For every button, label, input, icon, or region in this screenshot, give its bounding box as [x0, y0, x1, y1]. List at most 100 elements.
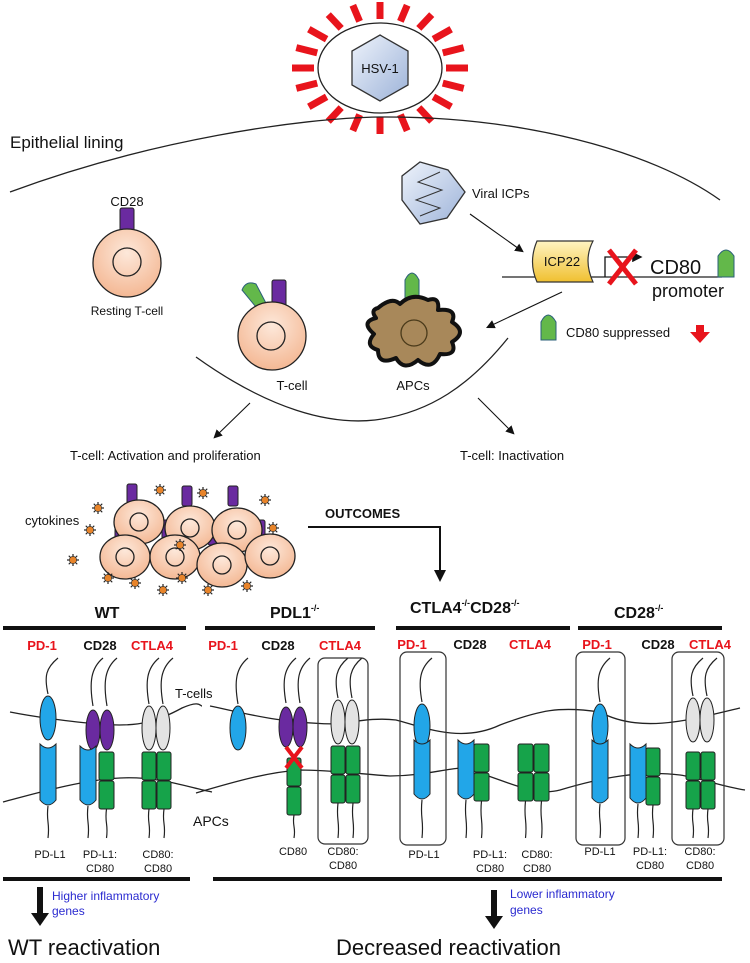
- cytokine-icon: [92, 502, 104, 514]
- cytokine-core: [178, 574, 186, 582]
- tether-line: [597, 657, 611, 703]
- spike-glycoprotein: [397, 3, 411, 23]
- ligand-label: CD80: [686, 860, 714, 872]
- spike-glycoprotein: [307, 93, 329, 110]
- cd80-suppressed-label: CD80 suppressed: [566, 325, 670, 340]
- pd1-receptor-icon: [39, 695, 57, 741]
- virion-spikes: [292, 2, 468, 134]
- pdl1-ligand-icon: [413, 738, 431, 800]
- stem-line: [420, 799, 424, 839]
- blocked-x-icon: [284, 745, 304, 770]
- wt-outcome-label: WT reactivation: [8, 935, 160, 960]
- receptor-label-cd28: CD28: [641, 637, 674, 652]
- tcell-label: T-cell: [276, 378, 307, 393]
- title-main-2: CD28: [470, 600, 511, 617]
- panel-title-pdl1: PDL1-/-: [270, 603, 319, 622]
- cd80-ligand-icon: [156, 780, 172, 810]
- cytokine-icon: [154, 484, 166, 496]
- spike-glycoprotein: [325, 12, 344, 31]
- cytokine-core: [86, 526, 94, 534]
- pdl1-ligand-icon: [39, 742, 57, 806]
- receptor-ligand-pairs: [39, 651, 725, 846]
- tether-line: [104, 657, 118, 707]
- ligand-label: CD80: [636, 860, 664, 872]
- cd80-ligand-icon: [700, 751, 716, 781]
- receptor-label-ctla4: CTLA4: [131, 638, 174, 653]
- tcells-label: T-cells: [175, 686, 213, 701]
- cytokine-core: [159, 586, 167, 594]
- ko-down-arrow-icon: [485, 916, 503, 929]
- panel-title-ctla4-cd28: CTLA4-/-CD28-/-: [410, 598, 519, 617]
- inactivation-label: T-cell: Inactivation: [460, 448, 564, 463]
- stem-line: [86, 805, 90, 839]
- cytokine-core: [199, 489, 207, 497]
- cytokine-core: [243, 582, 251, 590]
- synapse-curve: [195, 337, 509, 422]
- down-arrow-icon: [690, 325, 710, 343]
- cd28-receptor-icon: [292, 706, 308, 748]
- ctla4-receptor-icon: [155, 705, 171, 751]
- nucleus: [400, 319, 428, 347]
- spike-glycoprotein: [416, 12, 435, 31]
- ligand-label: CD80:: [684, 846, 715, 858]
- pd1-receptor-icon: [229, 705, 247, 751]
- stem-line: [598, 803, 602, 839]
- cd28-receptor-icon: [278, 706, 294, 748]
- spike-glycoprotein: [295, 44, 319, 57]
- cytokine-icon: [174, 539, 186, 551]
- stem-line: [651, 804, 655, 839]
- apc-body: [365, 294, 462, 368]
- stem-line: [706, 808, 710, 839]
- ko-arrow-shaft: [491, 890, 497, 918]
- spike-glycoprotein: [431, 93, 453, 110]
- hsv1-virion: HSV-1: [292, 2, 468, 134]
- cd80-molecule-icon: [404, 272, 420, 301]
- cd28-receptor-icon: [227, 485, 239, 507]
- blocked-x-icon: [607, 248, 638, 286]
- apcs-membrane-label: APCs: [193, 813, 229, 829]
- cd80-ligand-icon: [141, 780, 157, 810]
- cd80-ligand-icon: [533, 743, 550, 773]
- cd80-ligand-icon: [98, 751, 115, 781]
- tcell-body: [92, 228, 162, 298]
- stem-line: [480, 800, 483, 839]
- stem-line: [540, 800, 543, 839]
- cd80-ligand-icon: [645, 776, 661, 806]
- ligand-label: PD-L1: [34, 849, 65, 861]
- ko-outcome-label: Decreased reactivation: [336, 935, 561, 960]
- cytokine-icon: [67, 554, 79, 566]
- spike-glycoprotein: [441, 79, 465, 92]
- title-main: CD28: [614, 605, 655, 622]
- stem-line: [292, 814, 296, 839]
- tcell-cluster: [67, 483, 296, 596]
- tether-line: [349, 657, 363, 699]
- cytokine-icon: [267, 522, 279, 534]
- x-stroke: [284, 745, 304, 770]
- cd80-ligand-icon: [533, 772, 550, 802]
- cd80-ligand-icon: [473, 772, 490, 802]
- cytokine-icon: [84, 524, 96, 536]
- ligand-label: PD-L1: [408, 849, 439, 861]
- ligand-label: CD80: [86, 863, 114, 875]
- stem-line: [162, 808, 166, 839]
- receptor-label-cd28: CD28: [83, 638, 116, 653]
- highlight-box: [671, 651, 725, 846]
- ligand-label: PD-L1: [584, 846, 615, 858]
- nucleus: [165, 547, 185, 567]
- pd1-receptor-icon: [413, 703, 431, 749]
- tcell-membrane-right: [209, 705, 741, 735]
- ligand-label: CD80: [329, 860, 357, 872]
- title-main: PDL1: [270, 605, 311, 622]
- pd1-receptor-icon: [591, 703, 609, 749]
- promoter-label: promoter: [652, 281, 724, 301]
- ctla4-receptor-icon: [141, 705, 157, 751]
- apc-membrane-wt: [2, 777, 213, 803]
- cytokine-core: [94, 504, 102, 512]
- cytokine-core: [269, 524, 277, 532]
- cytokine-icon: [129, 577, 141, 589]
- title-main: CTLA4: [410, 600, 462, 617]
- ligand-label: CD80:: [327, 846, 358, 858]
- ligand-label: CD80:: [521, 849, 552, 861]
- epithelial-lining-line: [9, 116, 721, 201]
